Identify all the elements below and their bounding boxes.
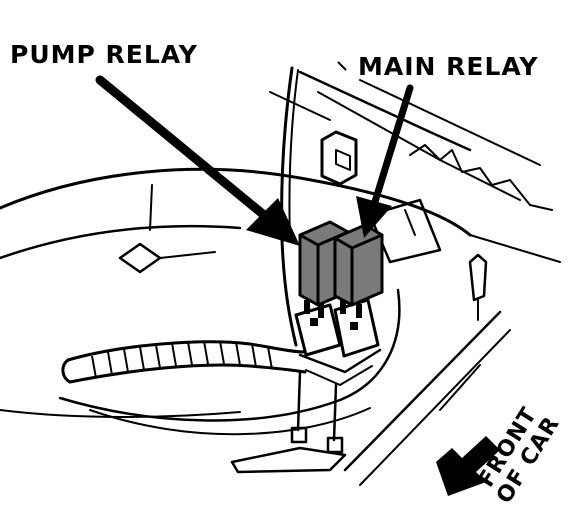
- harness-hatching: [91, 340, 273, 379]
- main-relay-label: MAIN RELAY: [358, 52, 539, 81]
- body-line-3: [359, 79, 541, 166]
- body-line-1: [298, 70, 472, 152]
- wire-harness: [66, 340, 307, 362]
- main-relay-arrow: [356, 84, 414, 238]
- pump-relay-arrow: [95, 75, 300, 246]
- fender-edge-3: [439, 364, 481, 411]
- mount-bracket-tab: [404, 209, 416, 236]
- lower-edge: [0, 409, 241, 418]
- connector-base-2: [305, 365, 373, 386]
- fender-curve: [0, 167, 472, 237]
- fender-curve-inner: [0, 224, 242, 260]
- front-of-car-arrow: [436, 436, 500, 496]
- diamond-marker: [118, 242, 162, 274]
- pump-relay-label: PUMP RELAY: [10, 40, 198, 69]
- relay-terminals: [304, 300, 362, 330]
- bottom-plate: [230, 446, 347, 474]
- jagged-edge: [409, 144, 553, 211]
- body-line-5: [469, 234, 561, 263]
- wire-harness-lower: [68, 363, 307, 384]
- drop-wire-right: [332, 383, 338, 442]
- harness-end: [61, 358, 72, 384]
- connector-base: [298, 348, 382, 374]
- main-relay: [333, 223, 384, 307]
- fender-edge-2: [359, 329, 511, 486]
- inner-fender-arc-2: [89, 407, 371, 436]
- ground-clamp-left: [290, 426, 308, 444]
- main-relay-tick: [337, 61, 347, 71]
- fender-edge-1: [343, 310, 502, 472]
- upper-bracket-tab: [335, 149, 351, 171]
- small-vert-mark: [149, 184, 153, 231]
- drop-wire-left: [296, 370, 302, 432]
- inner-fender-arc: [58, 288, 401, 422]
- vertical-cable-2: [288, 69, 299, 241]
- right-clip: [468, 253, 488, 302]
- diamond-leader: [159, 251, 216, 259]
- ground-clamp-right: [326, 436, 344, 454]
- body-line-4: [269, 91, 331, 121]
- upper-bracket: [320, 130, 358, 186]
